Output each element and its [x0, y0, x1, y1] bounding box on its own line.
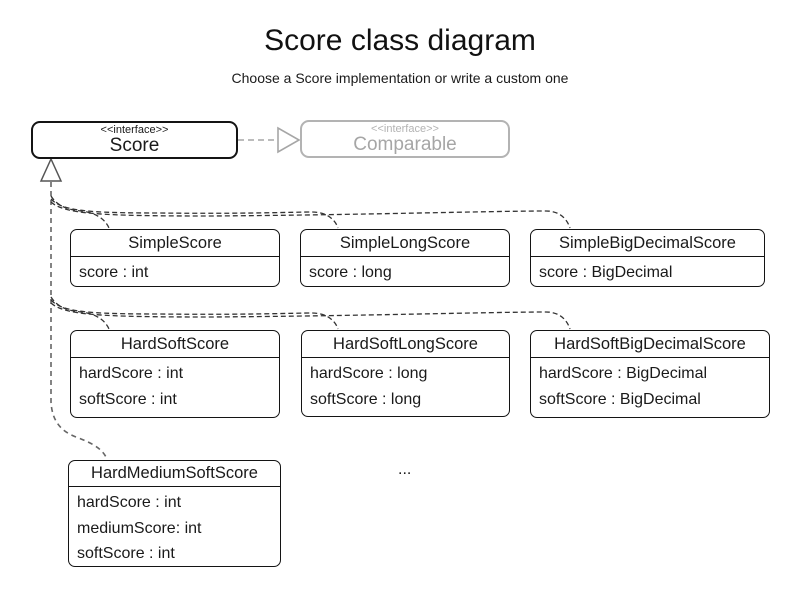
class-hardmediumsoftscore: HardMediumSoftScore hardScore : int medi…: [68, 460, 281, 567]
score-stereotype: <<interface>>: [100, 124, 169, 136]
class-name: HardSoftBigDecimalScore: [531, 331, 769, 358]
class-attribute: score : int: [79, 264, 149, 281]
class-hardsoftbigdecimalscore: HardSoftBigDecimalScore hardScore : BigD…: [530, 330, 770, 418]
class-attribute: softScore : int: [79, 390, 177, 408]
class-attribute: softScore : int: [77, 545, 175, 562]
comparable-name: Comparable: [353, 134, 457, 155]
class-name: SimpleBigDecimalScore: [531, 230, 764, 257]
class-simplelongscore: SimpleLongScore score : long: [300, 229, 510, 287]
class-attribute: mediumScore: int: [77, 519, 202, 537]
more-implementations-ellipsis: ...: [398, 461, 412, 478]
class-attribute: hardScore : int: [79, 365, 184, 382]
class-attribute: hardScore : BigDecimal: [539, 365, 708, 382]
class-attribute: softScore : BigDecimal: [539, 390, 701, 408]
class-name: SimpleScore: [71, 230, 279, 257]
class-simplebigdecimalscore: SimpleBigDecimalScore score : BigDecimal: [530, 229, 765, 287]
class-hardsoftscore: HardSoftScore hardScore : int softScore …: [70, 330, 280, 418]
class-attribute: softScore : long: [310, 390, 422, 408]
score-comparable-realization-arrow: [238, 126, 301, 154]
class-attribute: hardScore : int: [77, 494, 182, 511]
class-name: HardSoftScore: [71, 331, 279, 358]
class-attribute: score : BigDecimal: [539, 264, 673, 281]
class-attribute: hardScore : long: [310, 365, 428, 382]
score-name: Score: [109, 135, 160, 156]
class-name: HardMediumSoftScore: [69, 461, 280, 487]
interface-comparable: <<interface>> Comparable: [300, 120, 510, 158]
row2-branches: [50, 296, 571, 330]
row1-branches: [50, 195, 571, 229]
class-name: SimpleLongScore: [301, 230, 509, 257]
class-hardsoftlongscore: HardSoftLongScore hardScore : long softS…: [301, 330, 510, 417]
diagram-subtitle: Choose a Score implementation or write a…: [231, 70, 569, 86]
class-name: HardSoftLongScore: [302, 331, 509, 358]
class-attribute: score : long: [309, 264, 392, 281]
interface-score: <<interface>> Score: [31, 121, 238, 159]
diagram-title: Score class diagram: [264, 24, 536, 57]
generalization-arrowhead: [39, 157, 63, 182]
class-simplescore: SimpleScore score : int: [70, 229, 280, 287]
comparable-stereotype: <<interface>>: [371, 123, 439, 135]
